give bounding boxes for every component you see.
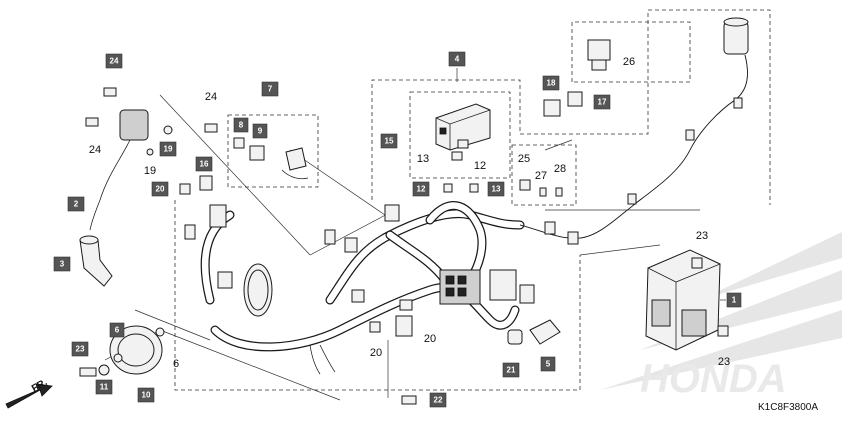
callout-13: 13 <box>492 185 501 194</box>
callout-5: 5 <box>546 360 551 369</box>
callout-box <box>726 292 742 308</box>
callout-11: 11 <box>100 383 109 392</box>
callout-27: 27 <box>535 170 547 182</box>
misc-parts <box>79 315 561 405</box>
callout-box <box>71 341 89 357</box>
callout-24: 24 <box>89 144 101 156</box>
callout-box <box>233 117 249 133</box>
callout-24: 24 <box>205 91 217 103</box>
callout-15: 15 <box>385 137 394 146</box>
leader-lines <box>104 68 726 401</box>
part-26-canister <box>723 17 749 55</box>
front-direction-arrow: FR. <box>5 377 53 409</box>
callout-20: 20 <box>370 347 382 359</box>
part-1-ecu <box>645 249 729 351</box>
callout-23: 23 <box>696 230 708 242</box>
honda-watermark: HONDA <box>600 232 842 401</box>
callout-18: 18 <box>547 79 556 88</box>
callout-6: 6 <box>173 358 179 370</box>
callout-box <box>380 133 398 149</box>
main-wire-harness <box>184 54 748 375</box>
callout-26: 26 <box>623 56 635 68</box>
callout-box <box>67 196 85 212</box>
callout-17: 17 <box>598 98 607 107</box>
callouts: 24 24 24 19 19 2 3 7 8 9 16 20 20 20 4 1… <box>53 51 742 408</box>
callout-box <box>53 256 71 272</box>
callout-20: 20 <box>424 333 436 345</box>
callout-box <box>159 141 177 157</box>
callout-9: 9 <box>258 127 263 136</box>
callout-4: 4 <box>455 55 460 64</box>
callout-24: 24 <box>110 57 119 66</box>
callout-6: 6 <box>115 326 120 335</box>
callout-box <box>593 94 611 110</box>
callout-2: 2 <box>74 200 79 209</box>
callout-23: 23 <box>76 345 85 354</box>
callout-box <box>137 387 155 403</box>
part-7-sensor <box>179 137 309 195</box>
callout-10: 10 <box>142 391 151 400</box>
callout-box <box>105 53 123 69</box>
callout-box <box>487 181 505 197</box>
callout-8: 8 <box>239 121 244 130</box>
callout-box <box>448 51 466 67</box>
callout-19: 19 <box>164 145 173 154</box>
group-outlines <box>174 9 771 391</box>
callout-box <box>195 156 213 172</box>
callout-box <box>429 392 447 408</box>
callout-12: 12 <box>417 185 426 194</box>
callout-box <box>412 181 430 197</box>
direction-label: FR. <box>30 377 50 395</box>
part-2-3-plug-wire <box>79 87 218 287</box>
callout-box <box>151 181 169 197</box>
callout-box <box>252 123 268 139</box>
callout-28: 28 <box>554 163 566 175</box>
watermark-text: HONDA <box>640 357 787 401</box>
callout-box <box>540 356 556 372</box>
callout-box <box>109 322 125 338</box>
callout-box <box>502 362 520 378</box>
callout-21: 21 <box>507 366 516 375</box>
callout-23: 23 <box>718 356 730 368</box>
callout-box <box>261 81 279 97</box>
diagram-code: K1C8F3800A <box>758 402 818 413</box>
callout-16: 16 <box>200 160 209 169</box>
callout-25: 25 <box>518 153 530 165</box>
callout-box <box>542 75 560 91</box>
callout-19: 19 <box>144 165 156 177</box>
callout-13: 13 <box>417 153 429 165</box>
callout-1: 1 <box>732 296 737 305</box>
relays <box>519 39 611 197</box>
callout-12: 12 <box>474 160 486 172</box>
callout-20: 20 <box>156 185 165 194</box>
callout-22: 22 <box>434 396 443 405</box>
callout-7: 7 <box>268 85 273 94</box>
callout-3: 3 <box>60 260 65 269</box>
part-15-control-unit <box>435 103 491 193</box>
callout-box <box>95 379 113 395</box>
